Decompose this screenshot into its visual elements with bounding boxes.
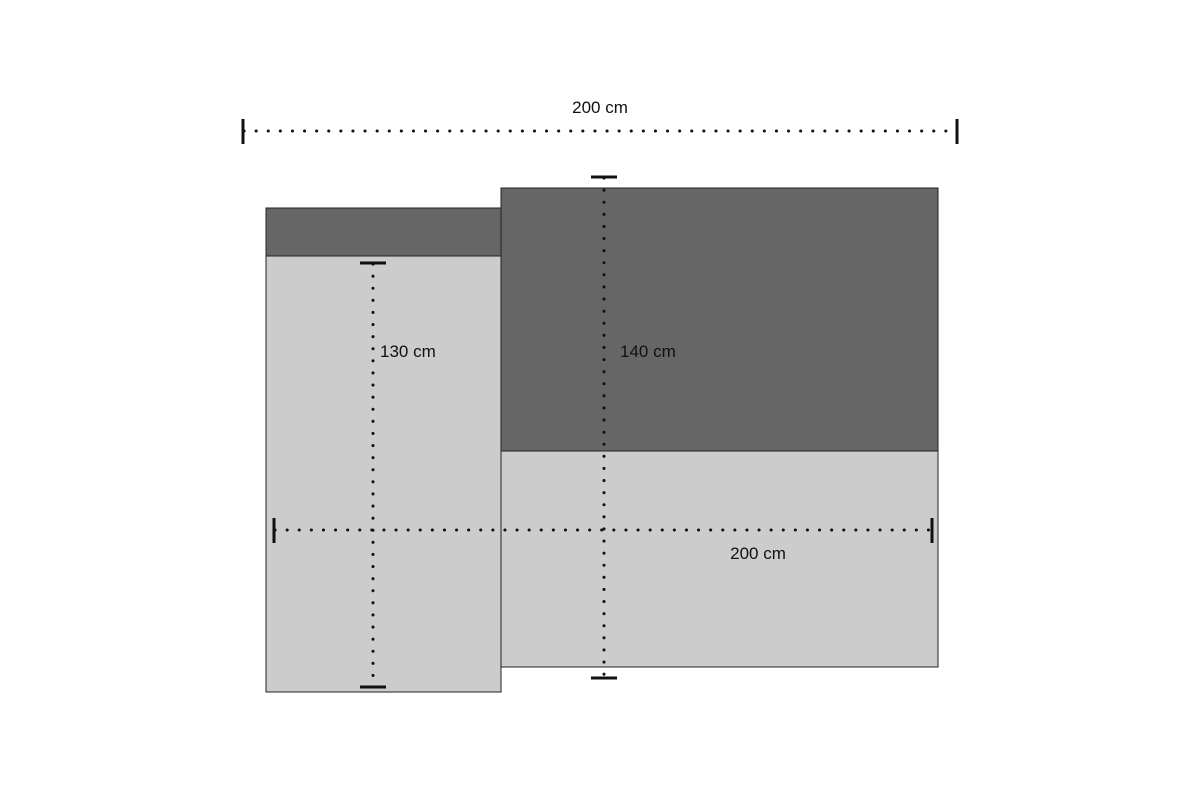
- bottom-width-label: 200 cm: [730, 544, 786, 563]
- bottom-width-dimension: 200 cm: [272, 518, 934, 563]
- top-width-dimension: 200 cm: [241, 98, 959, 144]
- right-panel-top-dark: [500, 187, 939, 452]
- right-height-label: 140 cm: [620, 342, 676, 361]
- left-height-dimension: 130 cm: [360, 261, 436, 689]
- right-panel: [500, 187, 939, 668]
- left-panel-top-dark: [265, 207, 502, 257]
- top-width-label: 200 cm: [572, 98, 628, 117]
- right-height-dimension: 140 cm: [591, 175, 676, 680]
- right-panel-bottom-light: [500, 450, 939, 668]
- left-panel: [265, 207, 502, 693]
- left-height-label: 130 cm: [380, 342, 436, 361]
- left-panel-body-light: [265, 255, 502, 693]
